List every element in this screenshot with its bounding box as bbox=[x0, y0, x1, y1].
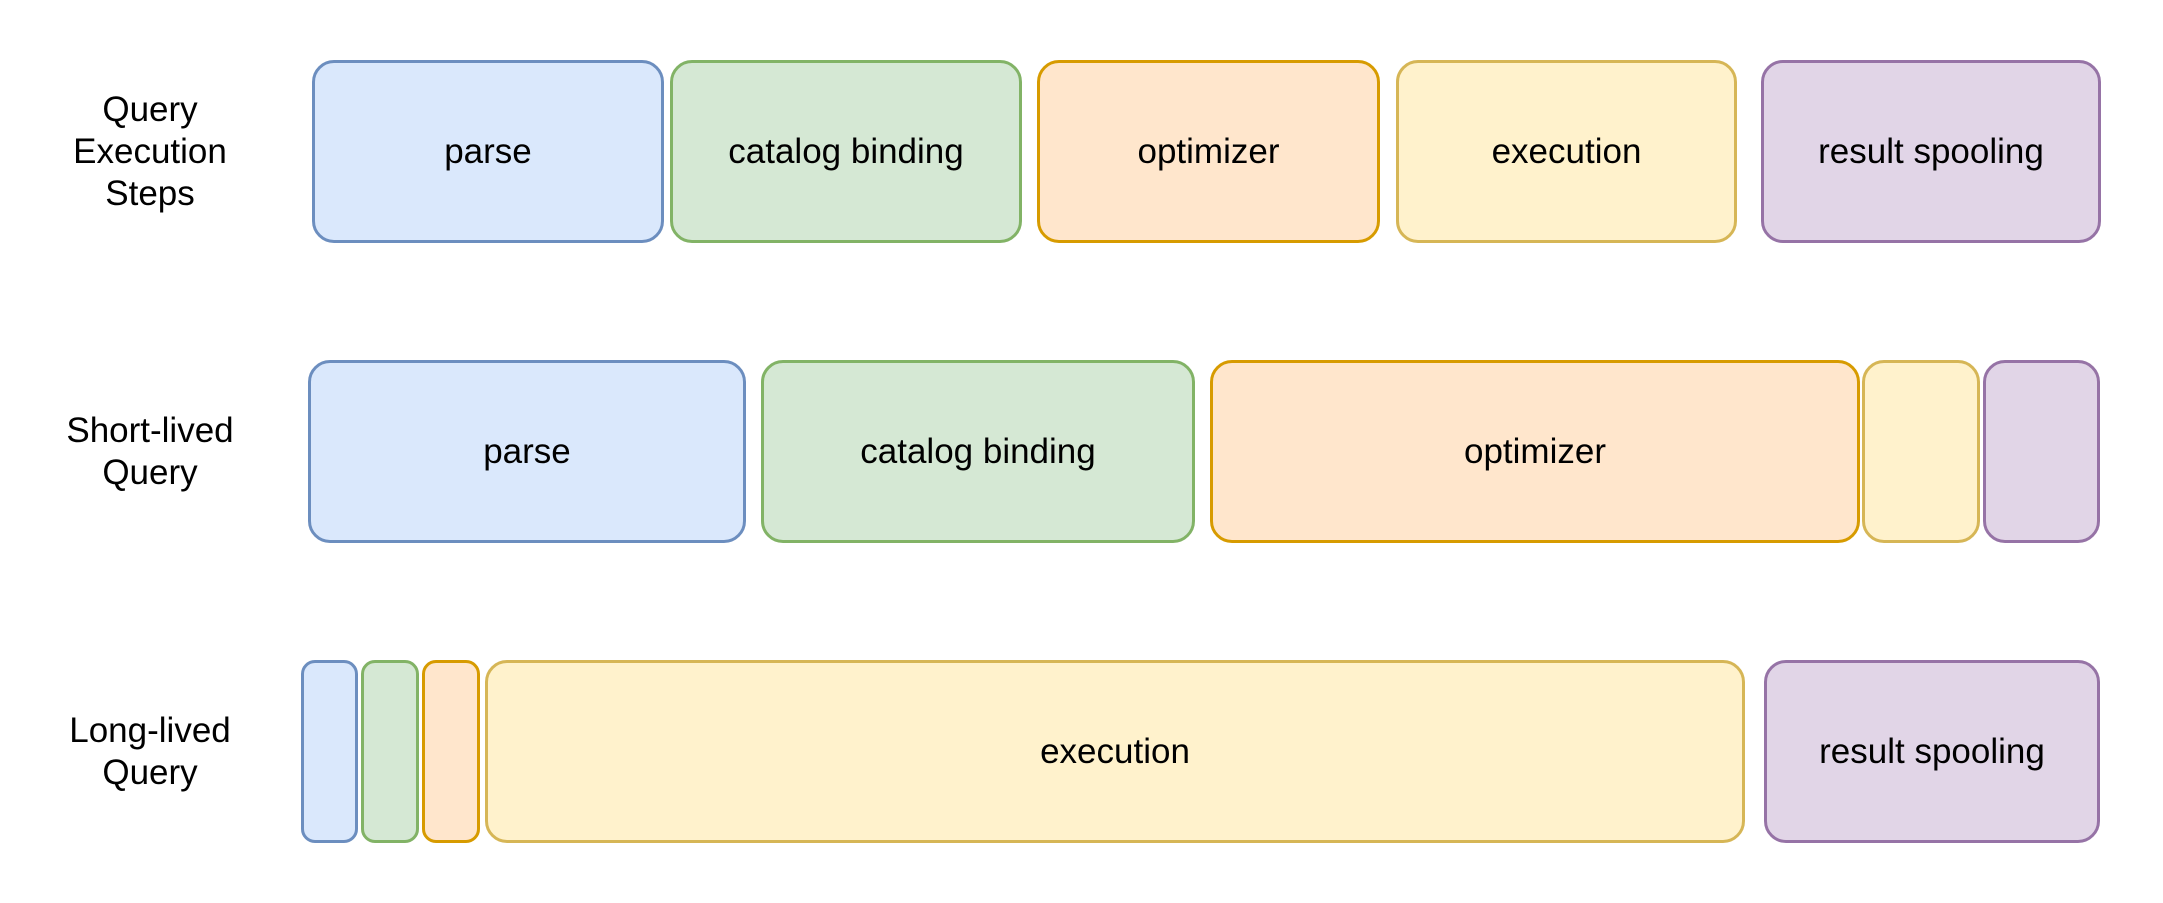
block-short-catalog-binding: catalog binding bbox=[761, 360, 1195, 543]
block-label: parse bbox=[444, 131, 532, 171]
block-short-result-spooling bbox=[1983, 360, 2100, 543]
block-label: parse bbox=[483, 431, 571, 471]
row-label-short-lived-query: Short-lived Query bbox=[66, 410, 234, 492]
block-long-catalog-binding bbox=[361, 660, 419, 843]
block-steps-result-spooling: result spooling bbox=[1761, 60, 2101, 243]
block-long-result-spooling: result spooling bbox=[1764, 660, 2100, 843]
block-short-execution bbox=[1862, 360, 1980, 543]
block-label: execution bbox=[1040, 731, 1190, 771]
row-label-long-lived-query: Long-lived Query bbox=[69, 710, 231, 792]
block-short-optimizer: optimizer bbox=[1210, 360, 1860, 543]
block-label: catalog binding bbox=[728, 131, 964, 171]
block-label: catalog binding bbox=[860, 431, 1096, 471]
block-long-execution: execution bbox=[485, 660, 1745, 843]
block-steps-catalog-binding: catalog binding bbox=[670, 60, 1022, 243]
block-long-parse bbox=[301, 660, 358, 843]
block-label: result spooling bbox=[1819, 731, 2045, 771]
block-label: optimizer bbox=[1137, 131, 1280, 171]
block-label: execution bbox=[1491, 131, 1642, 171]
block-steps-execution: execution bbox=[1396, 60, 1737, 243]
block-label: result spooling bbox=[1818, 131, 2044, 171]
block-label: optimizer bbox=[1464, 431, 1606, 471]
block-steps-parse: parse bbox=[312, 60, 664, 243]
row-label-query-execution-steps: Query Execution Steps bbox=[73, 89, 227, 213]
block-long-optimizer bbox=[422, 660, 480, 843]
block-short-parse: parse bbox=[308, 360, 746, 543]
block-steps-optimizer: optimizer bbox=[1037, 60, 1380, 243]
